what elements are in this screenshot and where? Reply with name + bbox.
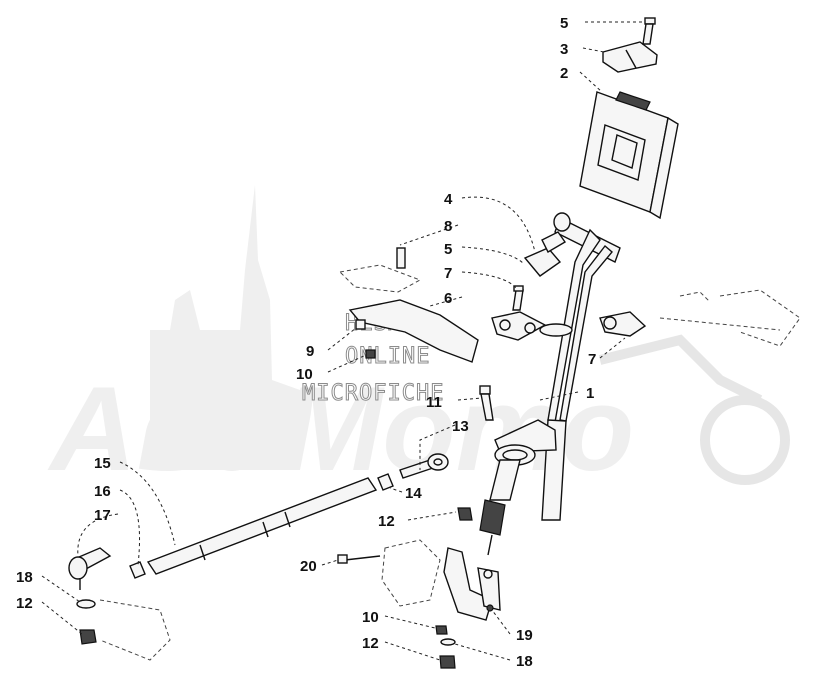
- ghost-housing-part: [337, 539, 441, 607]
- clamp-cap-part: [602, 41, 658, 73]
- callout-c18: 17: [94, 507, 111, 524]
- bracket-bolt-part: [512, 285, 524, 311]
- callout-c23: 10: [362, 609, 379, 626]
- ghost-handlebar-right: [659, 289, 801, 347]
- watermark-line-3: MICROFICHE: [302, 381, 444, 406]
- callout-c4: 4: [444, 191, 453, 208]
- callout-c2: 3: [560, 41, 568, 58]
- right-bracket-part: [599, 311, 647, 337]
- callout-c22: 12: [16, 595, 33, 612]
- callout-c6: 5: [444, 241, 452, 258]
- callout-c14: 13: [452, 418, 469, 435]
- callout-c21: 18: [16, 569, 33, 586]
- callout-c16: 14: [405, 485, 422, 502]
- callout-c10: 10: [296, 366, 313, 383]
- steering-post-part: [479, 212, 621, 556]
- callout-c9: 9: [306, 343, 314, 360]
- callout-c7: 7: [444, 265, 452, 282]
- steering-arm-part: [435, 547, 501, 669]
- leader-lines: [41, 21, 642, 661]
- nut-12-part: [457, 507, 473, 521]
- tie-rod-bracket-part: [491, 311, 547, 341]
- riser-block-part: [579, 91, 679, 220]
- callout-c5: 8: [444, 218, 452, 235]
- callout-c24: 19: [516, 627, 533, 644]
- watermark-layer: АвиМото HLSM'S ONLINE MICROFICHE: [47, 185, 790, 496]
- callout-c15: 15: [94, 455, 111, 472]
- callout-c20: 20: [300, 558, 317, 575]
- callout-c17: 16: [94, 483, 111, 500]
- callout-c3: 2: [560, 65, 568, 82]
- lower-left-hardware: [76, 599, 171, 661]
- callout-labels: 5 3 2 4 8 5 7 6 9 10 7 1 11 13 15 14 16 …: [16, 15, 596, 670]
- parts-drawing: [68, 17, 801, 669]
- callout-c26: 18: [516, 653, 533, 670]
- handlebar-clamp-part: [523, 231, 567, 277]
- callout-c11: 7: [588, 351, 596, 368]
- watermark-line-2: ONLINE: [345, 344, 430, 369]
- callout-c1: 5: [560, 15, 568, 32]
- watermark-motorcycle-icon: [598, 334, 790, 485]
- tie-rod-part: [68, 453, 449, 590]
- watermark-spire-icon: [150, 185, 300, 470]
- callout-c8: 6: [444, 290, 452, 307]
- top-bolt-part: [642, 17, 656, 45]
- bolt-11-part: [479, 385, 494, 421]
- callout-c12: 1: [586, 385, 594, 402]
- upper-bracket-part: [338, 247, 479, 363]
- callout-c13: 11: [426, 394, 442, 411]
- callout-c25: 12: [362, 635, 379, 652]
- callout-c19: 12: [378, 513, 395, 530]
